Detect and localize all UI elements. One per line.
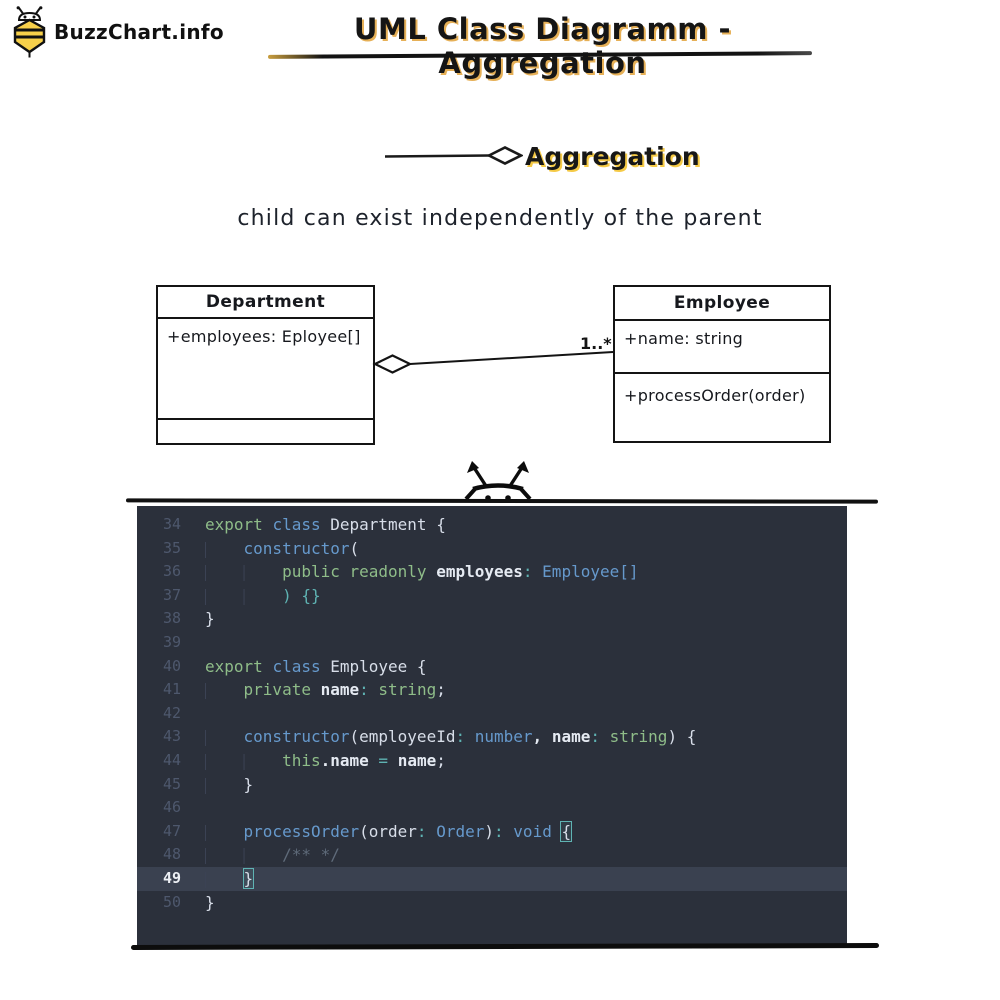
class-methods: +processOrder(order) bbox=[624, 386, 806, 405]
code-text: public readonly employees: Employee[] bbox=[205, 560, 639, 584]
uml-class-department: Department +employees: Eployee[] bbox=[156, 285, 375, 445]
subtitle: child can exist independently of the par… bbox=[237, 206, 763, 231]
code-line-48[interactable]: 48 /** */ bbox=[137, 843, 847, 867]
code-text: private name: string; bbox=[205, 678, 446, 702]
line-number: 40 bbox=[162, 656, 181, 675]
code-text: constructor(employeeId: number, name: st… bbox=[205, 725, 696, 749]
class-attributes: +employees: Eployee[] bbox=[158, 319, 373, 420]
code-line-35[interactable]: 35 constructor( bbox=[137, 537, 847, 561]
aggregation-label: Aggregation bbox=[525, 141, 700, 171]
top-marker-stroke bbox=[125, 498, 879, 504]
code-line-46[interactable]: 46 bbox=[137, 796, 847, 820]
code-text: /** */ bbox=[205, 843, 340, 867]
line-number: 36 bbox=[162, 562, 181, 581]
aggregation-legend: Aggregation bbox=[383, 138, 700, 174]
aggregation-connector bbox=[372, 351, 614, 374]
line-number: 47 bbox=[162, 821, 181, 840]
code-line-44[interactable]: 44 this.name = name; bbox=[137, 749, 847, 773]
line-number: 46 bbox=[162, 798, 181, 817]
line-number: 34 bbox=[162, 515, 181, 533]
code-lines: 34 export class Department { 35 constructor… bbox=[137, 506, 847, 914]
line-number: 35 bbox=[162, 538, 181, 557]
class-name: Department bbox=[158, 287, 373, 319]
logo-text: BuzzChart.info bbox=[54, 20, 224, 44]
code-editor[interactable]: 34 export class Department { 35 constructor… bbox=[137, 506, 847, 946]
code-text: export class Department { bbox=[205, 515, 446, 534]
multiplicity-label: 1..* bbox=[580, 334, 612, 353]
line-number: 49 bbox=[162, 868, 181, 887]
class-attributes: +name: string bbox=[615, 321, 829, 374]
code-text: } bbox=[205, 773, 253, 797]
line-number: 43 bbox=[162, 727, 181, 746]
class-name: Employee bbox=[615, 287, 829, 321]
line-number: 37 bbox=[162, 585, 181, 604]
code-text: } bbox=[205, 867, 255, 891]
code-text: } bbox=[205, 892, 215, 912]
line-number: 45 bbox=[162, 774, 181, 793]
line-number: 41 bbox=[162, 680, 181, 699]
code-line-36[interactable]: 36 public readonly employees: Employee[] bbox=[137, 560, 847, 584]
bottom-marker-stroke bbox=[130, 943, 880, 950]
code-line-39[interactable]: 39 bbox=[137, 631, 847, 655]
code-text: this.name = name; bbox=[205, 749, 446, 773]
code-text: export class Employee { bbox=[205, 656, 427, 676]
code-line-41[interactable]: 41 private name: string; bbox=[137, 678, 847, 702]
line-number: 44 bbox=[162, 750, 181, 769]
uml-class-employee: Employee +name: string +processOrder(ord… bbox=[613, 285, 831, 443]
code-line-34[interactable]: 34 export class Department { bbox=[137, 513, 847, 537]
line-number: 38 bbox=[162, 609, 181, 628]
class-methods bbox=[158, 420, 373, 432]
bee-icon bbox=[13, 6, 46, 58]
code-text: ) {} bbox=[205, 584, 321, 608]
code-line-49[interactable]: 49} bbox=[137, 866, 847, 891]
code-line-45[interactable]: 45} bbox=[137, 773, 847, 797]
bug-doodle-icon bbox=[464, 461, 532, 501]
line-number: 42 bbox=[162, 703, 181, 722]
code-line-37[interactable]: 37 ) {} bbox=[137, 584, 847, 608]
line-number: 50 bbox=[162, 892, 181, 911]
code-text: processOrder(order: Order): void { bbox=[205, 820, 573, 844]
code-line-40[interactable]: 40 export class Employee { bbox=[137, 655, 847, 679]
code-text: constructor( bbox=[205, 537, 359, 561]
code-line-47[interactable]: 47 processOrder(order: Order): void { bbox=[137, 820, 847, 844]
code-line-50[interactable]: 50} bbox=[137, 891, 847, 915]
code-line-38[interactable]: 38} bbox=[137, 607, 847, 631]
page-title: UML Class Diagramm - Aggregation bbox=[353, 12, 732, 80]
code-text: } bbox=[205, 609, 215, 629]
line-number: 48 bbox=[162, 845, 181, 864]
line-number: 39 bbox=[162, 632, 181, 651]
code-line-42[interactable]: 42 bbox=[137, 702, 847, 726]
buzzchart-logo[interactable]: BuzzChart.info bbox=[10, 6, 224, 58]
code-line-43[interactable]: 43 constructor(employeeId: number, name: … bbox=[137, 725, 847, 749]
aggregation-diamond-icon bbox=[384, 146, 523, 165]
